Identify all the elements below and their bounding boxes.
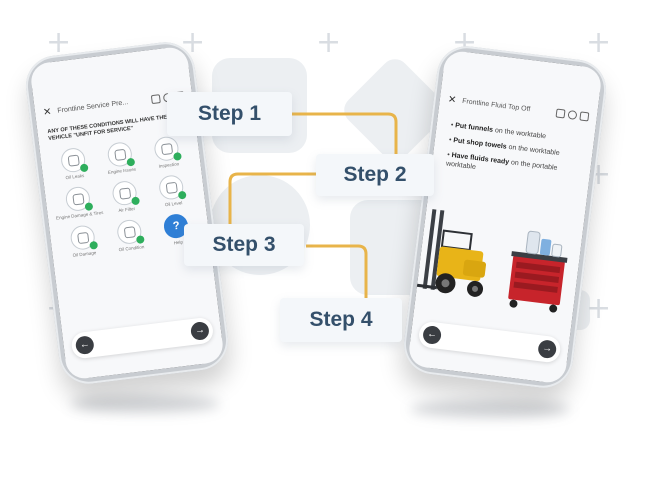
plus-icon: + — [46, 25, 72, 60]
fluid-bottles-icon — [525, 230, 563, 258]
connector-2-3 — [228, 172, 318, 226]
forklift-icon — [416, 209, 487, 297]
phone-screen: ✕ Frontline Fluid Top Off • Put funnels … — [407, 49, 603, 385]
connector-1-2 — [292, 112, 398, 158]
tool-cart-icon — [508, 251, 568, 313]
plus-icon: + — [586, 25, 612, 60]
plus-icon: + — [316, 25, 342, 60]
phone-shadow — [70, 395, 220, 413]
plus-icon: + — [586, 291, 612, 326]
step-3-label: Step 3 — [184, 224, 304, 266]
phone-right: ✕ Frontline Fluid Top Off • Put funnels … — [400, 42, 610, 392]
forklift-illustration — [416, 209, 568, 313]
step-1-label: Step 1 — [167, 92, 292, 136]
phone-shadow — [410, 400, 570, 418]
step-2-label: Step 2 — [316, 154, 434, 196]
step-4-label: Step 4 — [280, 298, 402, 342]
connector-3-4 — [306, 244, 368, 298]
